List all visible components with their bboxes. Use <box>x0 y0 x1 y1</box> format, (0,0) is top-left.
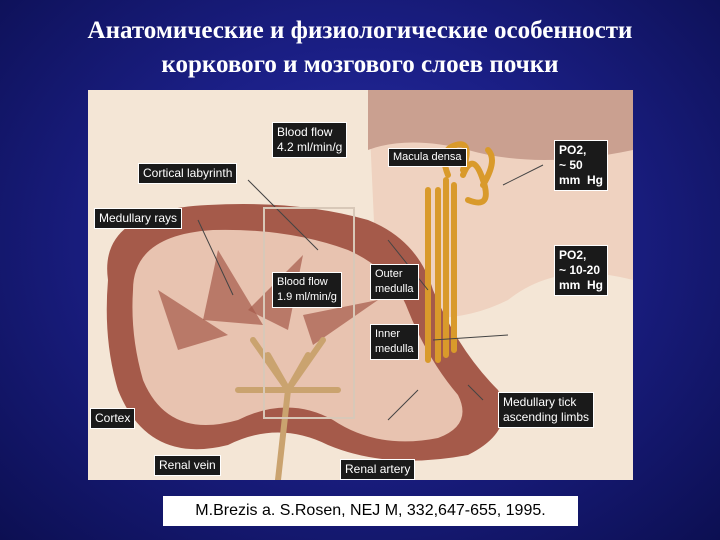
renal-artery-label: Renal artery <box>340 459 416 480</box>
macula-densa-label: Macula densa <box>388 148 467 167</box>
nephron-tubules <box>425 141 495 363</box>
pyramid-4 <box>303 300 378 345</box>
blood-flow-medulla-label: Blood flow 1.9 ml/min/g <box>272 272 342 308</box>
inset-box <box>263 207 355 419</box>
po2-cortex-label: PO2, ~ 50 mm Hg <box>554 140 609 191</box>
citation: M.Brezis a. S.Rosen, NEJ M, 332,647-655,… <box>163 496 578 526</box>
title-line-1: Анатомические и физиологические особенно… <box>87 17 633 44</box>
cortex-label: Cortex <box>90 408 136 429</box>
inner-medulla-label: Inner medulla <box>370 324 419 360</box>
outer-medulla-label: Outer medulla <box>370 264 419 300</box>
slide-title: Анатомические и физиологические особенно… <box>0 14 720 82</box>
medullary-limbs-label: Medullary tick ascending limbs <box>498 392 595 428</box>
cortical-labyrinth-label: Cortical labyrinth <box>138 163 238 184</box>
medullary-rays-label: Medullary rays <box>94 208 183 229</box>
po2-medulla-label: PO2, ~ 10-20 mm Hg <box>554 245 609 296</box>
kidney-figure: Blood flow 4.2 ml/min/g Macula densa PO2… <box>88 90 633 480</box>
title-line-2: коркового и мозгового слоев почки <box>161 51 559 78</box>
blood-flow-cortex-label: Blood flow 4.2 ml/min/g <box>272 122 348 158</box>
pyramid-1 <box>158 290 228 350</box>
pyramid-2 <box>203 250 263 325</box>
renal-vein-label: Renal vein <box>154 455 221 476</box>
